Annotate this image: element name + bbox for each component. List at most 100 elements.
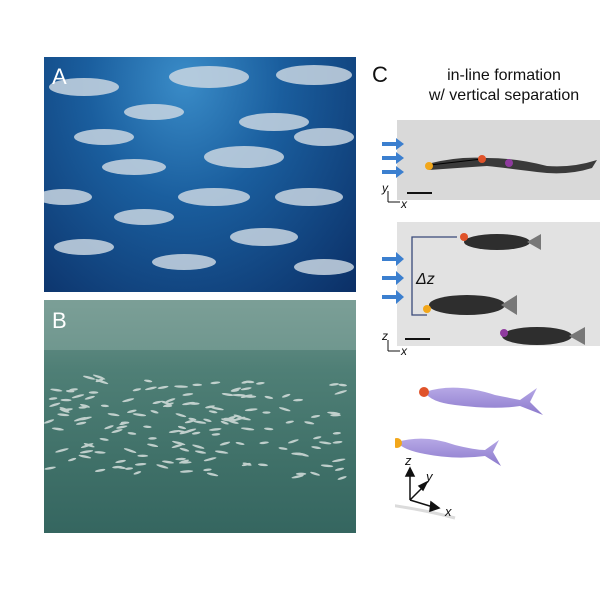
z-axis-label: z — [381, 329, 388, 343]
sardine — [287, 439, 299, 444]
sardine — [168, 429, 181, 433]
sardine — [232, 393, 246, 397]
sardine — [162, 402, 174, 407]
sardine — [79, 450, 94, 454]
sardine — [318, 441, 332, 445]
sardine — [203, 468, 212, 472]
sardine — [221, 418, 231, 422]
sardine — [51, 427, 64, 431]
sardine — [177, 425, 187, 430]
sardine — [127, 409, 137, 413]
flow-arrow-icon — [382, 152, 404, 164]
sardine — [215, 450, 229, 454]
sardine — [94, 468, 106, 472]
top-flow-arrows: y x — [381, 138, 408, 211]
sardine — [240, 387, 252, 391]
sardine — [211, 433, 221, 436]
sardine — [48, 397, 58, 400]
sardine — [148, 437, 157, 440]
sardine — [119, 421, 128, 426]
sardine — [191, 431, 201, 435]
sardine — [57, 413, 70, 417]
sardine — [160, 400, 171, 405]
sardine — [240, 427, 255, 431]
sardine — [203, 457, 217, 462]
sardine — [313, 436, 322, 440]
sardine — [179, 447, 190, 452]
sardine — [334, 467, 345, 471]
separation-bracket — [411, 236, 457, 316]
sardine — [178, 459, 190, 464]
sardine — [145, 386, 157, 391]
title-line-2: w/ vertical separation — [428, 87, 580, 104]
sardine — [279, 407, 291, 412]
model-y-label: y — [425, 469, 434, 484]
sardine — [193, 420, 207, 424]
sardine — [334, 390, 347, 395]
sardine — [206, 472, 219, 477]
delta-z-label: Δz — [415, 271, 435, 288]
sardine — [84, 395, 95, 400]
flow-arrow-icon — [382, 290, 404, 304]
sardine — [79, 403, 91, 408]
sardine — [228, 420, 239, 424]
sardine — [75, 421, 87, 425]
sardine — [211, 406, 224, 411]
fish-shadow — [395, 504, 456, 520]
sardine — [244, 408, 258, 412]
sardine — [92, 374, 106, 380]
sardine — [112, 465, 123, 469]
sardine — [232, 416, 246, 422]
sardine — [83, 443, 95, 448]
sardine — [165, 398, 176, 403]
sardine — [50, 388, 63, 392]
panel-b-label: B — [52, 308, 67, 333]
sardine — [245, 380, 255, 384]
sardine — [133, 471, 142, 475]
sardine — [123, 448, 137, 453]
sardine — [184, 419, 195, 424]
sardine — [179, 470, 194, 473]
sardine — [295, 472, 307, 476]
sardine — [188, 417, 197, 421]
flow-arrow-icon — [382, 166, 404, 178]
sardine — [262, 411, 271, 414]
sardine — [144, 379, 153, 383]
sardine — [320, 464, 334, 468]
3d-model-diagram: z y x — [395, 387, 543, 520]
sardine — [208, 428, 222, 431]
side-flow-arrows: z x — [381, 252, 408, 358]
sardine — [264, 427, 274, 431]
xy-axes-icon — [387, 191, 400, 203]
sardine — [210, 381, 221, 385]
panel-a-label: A — [52, 64, 67, 89]
lead-fish-dot — [425, 162, 433, 170]
model-fish-bottom — [397, 438, 501, 466]
sardine — [49, 402, 61, 407]
sardine — [83, 375, 96, 380]
x-axis-label: x — [400, 197, 408, 211]
sardine — [156, 464, 169, 469]
sardine — [257, 463, 269, 467]
sardine — [259, 441, 269, 445]
sardine — [310, 414, 321, 418]
sardine — [60, 398, 72, 402]
sardine — [59, 407, 70, 412]
sardine — [241, 462, 251, 467]
top-view-fish — [407, 155, 597, 194]
sardine — [94, 451, 106, 454]
sardine — [221, 393, 234, 396]
sardine — [205, 405, 216, 409]
sardine — [161, 460, 175, 464]
middle-fish-dot — [478, 155, 486, 163]
sardine-school-photo — [44, 300, 356, 533]
side-view-image: Δz — [397, 222, 600, 346]
sardine — [100, 404, 109, 408]
sardine — [107, 413, 120, 417]
sardine — [44, 419, 55, 424]
sardine — [203, 418, 212, 422]
sardine — [88, 391, 99, 394]
sardine — [278, 447, 288, 450]
sardine — [150, 410, 159, 414]
sardine — [59, 408, 70, 413]
